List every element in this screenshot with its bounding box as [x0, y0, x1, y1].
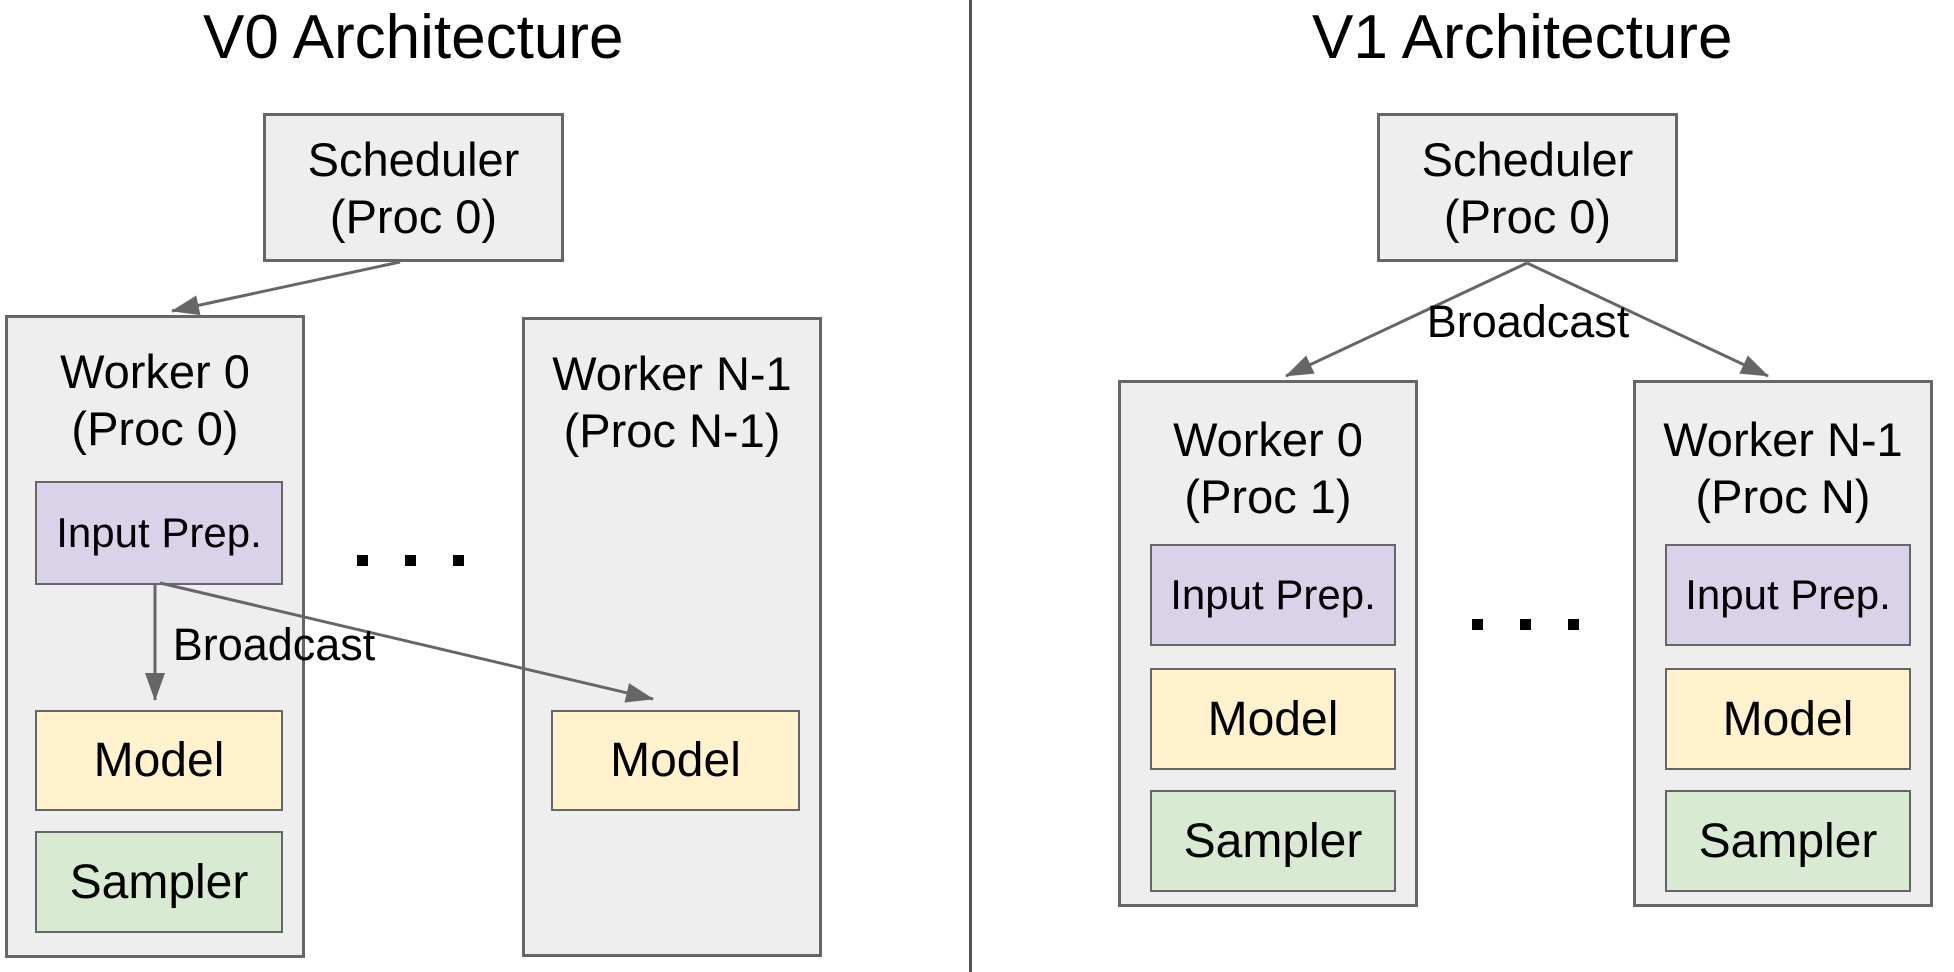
v1-ellipsis-dot — [1520, 619, 1531, 630]
v1-worker-n-box: Worker N-1 (Proc N) Input Prep. Model Sa… — [1633, 380, 1933, 907]
v1-ellipsis-dot — [1568, 619, 1579, 630]
v0-worker-n-label: Worker N-1 (Proc N-1) — [525, 345, 819, 459]
v0-scheduler-line2: (Proc 0) — [329, 189, 498, 243]
v1-ellipsis-dot — [1472, 619, 1483, 630]
v0-worker0-model-box: Model — [35, 710, 283, 811]
v1-worker-n-input-prep-box: Input Prep. — [1665, 544, 1911, 646]
v0-scheduler-to-worker0-arrow — [171, 260, 401, 316]
v1-scheduler-line2: (Proc 0) — [1443, 189, 1612, 243]
v0-worker0-name: Worker 0 — [60, 345, 250, 398]
v0-ellipsis-dot — [357, 555, 368, 566]
v1-ellipsis — [1472, 619, 1579, 630]
v0-ellipsis-dot — [405, 555, 416, 566]
v0-scheduler-box: Scheduler (Proc 0) — [263, 113, 564, 262]
v1-worker0-model-box: Model — [1150, 668, 1396, 770]
v0-title: V0 Architecture — [203, 3, 624, 72]
v1-worker0-proc: (Proc 1) — [1184, 470, 1352, 523]
v0-worker-n-name: Worker N-1 — [552, 347, 792, 400]
v1-broadcast-label: Broadcast — [1426, 296, 1630, 347]
v1-worker0-input-prep-box: Input Prep. — [1150, 544, 1396, 646]
v1-worker-n-model-box: Model — [1665, 668, 1911, 770]
v0-worker-n-proc: (Proc N-1) — [563, 404, 781, 457]
v0-broadcast-label: Broadcast — [172, 619, 376, 670]
v0-worker-n-model-box: Model — [551, 710, 800, 811]
v1-worker-n-proc: (Proc N) — [1695, 470, 1871, 523]
v0-worker0-input-prep-box: Input Prep. — [35, 481, 283, 585]
v1-worker0-name: Worker 0 — [1173, 413, 1363, 466]
v1-worker0-label: Worker 0 (Proc 1) — [1121, 411, 1415, 525]
v1-scheduler-line1: Scheduler — [1421, 132, 1634, 186]
v1-title: V1 Architecture — [1312, 3, 1733, 72]
section-divider — [969, 0, 972, 972]
v0-ellipsis — [357, 555, 464, 566]
v1-worker0-sampler-box: Sampler — [1150, 790, 1396, 892]
v1-scheduler-box: Scheduler (Proc 0) — [1377, 113, 1678, 262]
v1-worker-n-sampler-box: Sampler — [1665, 790, 1911, 892]
v0-worker0-proc: (Proc 0) — [71, 402, 239, 455]
v0-worker0-sampler-box: Sampler — [35, 831, 283, 933]
v1-worker0-box: Worker 0 (Proc 1) Input Prep. Model Samp… — [1118, 380, 1418, 907]
v1-worker-n-name: Worker N-1 — [1663, 413, 1903, 466]
v0-scheduler-line1: Scheduler — [307, 132, 520, 186]
v0-worker-n-box: Worker N-1 (Proc N-1) Model — [522, 317, 822, 957]
v0-ellipsis-dot — [453, 555, 464, 566]
v1-worker-n-label: Worker N-1 (Proc N) — [1636, 411, 1930, 525]
v0-worker0-label: Worker 0 (Proc 0) — [8, 343, 302, 457]
